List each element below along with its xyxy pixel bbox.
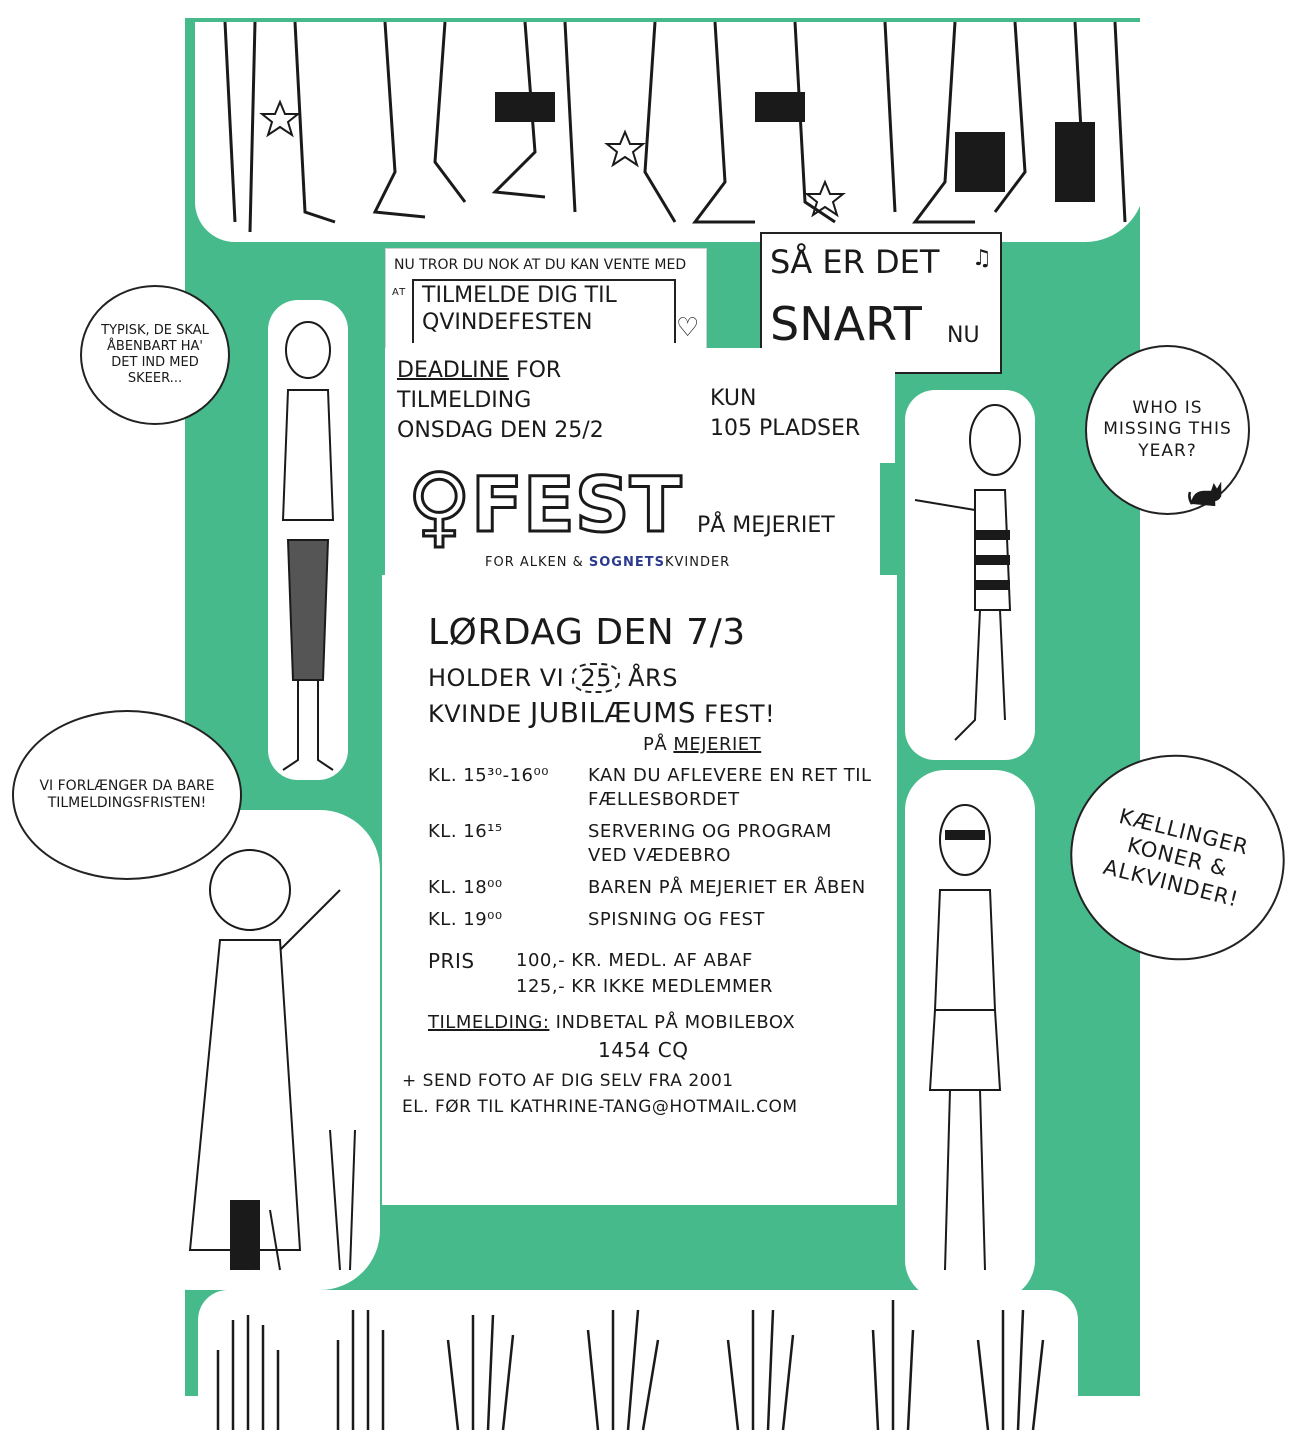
woman-figure-bottom-left xyxy=(130,810,380,1290)
price-block: PRIS 100,- KR. MEDL. AF ABAF 125,- KR IK… xyxy=(428,948,877,1000)
schedule-time: KL. 18⁰⁰ xyxy=(428,877,503,898)
woman-figure-bottom-right xyxy=(905,770,1035,1300)
schedule-row: KL. 19⁰⁰ SPISNING OG FEST xyxy=(428,908,877,932)
anniversary-badge: 25 xyxy=(572,663,620,693)
price-nonmembers: 125,- KR IKKE MEDLEMMER xyxy=(516,976,773,997)
dancing-legs-drawing xyxy=(223,21,1127,233)
signup-label: TILMELDING: xyxy=(428,1012,550,1033)
tagline-sognets: SOGNETS xyxy=(588,555,665,570)
schedule-time: KL. 15³⁰-16⁰⁰ xyxy=(428,765,549,786)
schedule-desc: SERVERING OG PROGRAM VED VÆDEBRO xyxy=(588,821,832,866)
signup-text: INDBETAL PÅ MOBILEBOX xyxy=(555,1012,796,1033)
location-name: MEJERIET xyxy=(673,734,762,755)
mobilebox-number: 1454 CQ xyxy=(598,1038,689,1062)
notice-boxed-line1: TILMELDE DIG TIL xyxy=(422,283,617,308)
schedule-row: KL. 16¹⁵ SERVERING OG PROGRAM VED VÆDEBRO xyxy=(428,820,877,868)
seats-text: KUN 105 PLADSER xyxy=(710,384,860,444)
hands-illustration-strip xyxy=(198,1290,1078,1435)
photo-email: EL. FØR TIL KATHRINE-TANG@HOTMAIL.COM xyxy=(402,1097,798,1117)
schedule-time: KL. 16¹⁵ xyxy=(428,821,503,842)
deadline-label: DEADLINE xyxy=(397,358,509,383)
notice-line: NU TROR DU NOK AT DU KAN VENTE MED xyxy=(394,257,687,273)
main-program-card: LØRDAG DEN 7/3 HOLDER VI 25 ÅRS KVINDE J… xyxy=(382,575,897,1205)
schedule-row: KL. 15³⁰-16⁰⁰ KAN DU AFLEVERE EN RET TIL … xyxy=(428,764,877,812)
snart-nu: NU xyxy=(947,323,980,348)
seats-line1: KUN xyxy=(710,386,757,411)
snart-card: SÅ ER DET ♫ SNART NU xyxy=(760,232,1002,374)
jubilee-word: JUBILÆUMS xyxy=(529,696,697,729)
location-pre: PÅ xyxy=(643,734,668,755)
anniversary-post: ÅRS xyxy=(628,664,678,692)
price-label: PRIS xyxy=(428,949,475,973)
deadline-line2: TILMELDING xyxy=(397,388,532,413)
schedule-time: KL. 19⁰⁰ xyxy=(428,909,503,930)
legs-illustration-strip xyxy=(195,21,1145,242)
woman-figure-right xyxy=(905,390,1035,760)
deadline-text: DEADLINE FOR TILMELDING ONSDAG DEN 25/2 xyxy=(397,356,604,446)
photo-line1: + SEND FOTO AF DIG SELV FRA 2001 xyxy=(402,1071,734,1091)
schedule-desc: BAREN PÅ MEJERIET ER ÅBEN xyxy=(588,877,866,898)
price-list: 100,- KR. MEDL. AF ABAF 125,- KR IKKE ME… xyxy=(516,948,773,1000)
photo-request: + SEND FOTO AF DIG SELV FRA 2001 EL. FØR… xyxy=(402,1068,877,1120)
snart-line2: SNART xyxy=(770,297,922,351)
event-date: LØRDAG DEN 7/3 xyxy=(428,612,746,653)
speech-bubble-who-missing: WHO IS MISSING THIS YEAR? xyxy=(1085,345,1250,515)
location-line: PÅ MEJERIET xyxy=(428,732,877,758)
price-members: 100,- KR. MEDL. AF ABAF xyxy=(516,950,753,971)
snart-line1: SÅ ER DET xyxy=(770,243,940,281)
notice-frame: TILMELDE DIG TIL QVINDEFESTEN xyxy=(412,279,676,343)
tagline-pre: FOR ALKEN & xyxy=(485,555,584,570)
fest-subtitle: PÅ MEJERIET xyxy=(697,513,835,538)
seats-line2: 105 PLADSER xyxy=(710,416,861,441)
female-symbol-icon: ♀ xyxy=(405,454,472,557)
schedule-desc: SPISNING OG FEST xyxy=(588,909,765,930)
fest-tagline: FOR ALKEN & SOGNETSKVINDER xyxy=(485,554,730,572)
music-note-icon: ♫ xyxy=(972,246,992,271)
woman-figure-left xyxy=(268,300,348,780)
jubilee-post: FEST! xyxy=(704,700,776,728)
speech-bubble-typisk: TYPISK, DE SKAL ÅBENBART HA' DET IND MED… xyxy=(80,285,230,425)
notice-at: AT xyxy=(392,287,407,298)
fest-title: FEST xyxy=(469,459,682,551)
deadline-card: DEADLINE FOR TILMELDING ONSDAG DEN 25/2 … xyxy=(385,348,895,463)
speech-bubble-forlaenger: VI FORLÆNGER DA BARE TILMELDINGSFRISTEN! xyxy=(12,710,242,880)
jubilee-pre: KVINDE xyxy=(428,700,522,728)
deadline-date: ONSDAG DEN 25/2 xyxy=(397,418,604,443)
notice-boxed-line2: QVINDEFESTEN xyxy=(422,310,593,335)
anniversary-pre: HOLDER VI xyxy=(428,664,565,692)
fest-title-card: ♀ FEST PÅ MEJERIET FOR ALKEN & SOGNETSKV… xyxy=(385,454,880,578)
deadline-for: FOR xyxy=(515,358,562,383)
notice-card: NU TROR DU NOK AT DU KAN VENTE MED AT TI… xyxy=(385,248,707,350)
schedule-row: KL. 18⁰⁰ BAREN PÅ MEJERIET ER ÅBEN xyxy=(428,876,877,900)
signup-line: TILMELDING: INDBETAL PÅ MOBILEBOX xyxy=(428,1010,877,1036)
heart-icon: ♡ xyxy=(676,313,700,343)
schedule-list: KL. 15³⁰-16⁰⁰ KAN DU AFLEVERE EN RET TIL … xyxy=(428,764,877,940)
anniversary-line: HOLDER VI 25 ÅRS xyxy=(428,661,877,695)
schedule-desc: KAN DU AFLEVERE EN RET TIL FÆLLESBORDET xyxy=(588,765,872,810)
tagline-post: KVINDER xyxy=(664,555,731,570)
jubilee-line: KVINDE JUBILÆUMS FEST! xyxy=(428,695,877,732)
cat-icon xyxy=(1188,482,1222,506)
raised-hands-drawing xyxy=(216,1300,1045,1431)
